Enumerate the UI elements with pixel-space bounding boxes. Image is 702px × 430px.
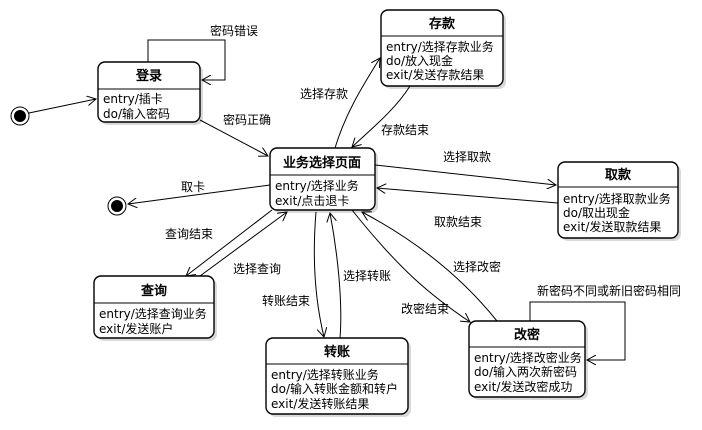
label-deposit-done: 存款结束 — [381, 123, 429, 137]
state-business-line-2: exit/点击退卡 — [275, 194, 349, 208]
final-state — [107, 196, 127, 216]
state-query-line-1: entry/选择查询业务 — [99, 306, 207, 321]
edge-business-to-deposit — [334, 58, 380, 149]
state-query-line-2: exit/发送账户 — [99, 321, 173, 336]
state-login-line-1: entry/插卡 — [103, 92, 163, 106]
edge-withdraw-to-business — [377, 188, 559, 204]
label-change-done: 改密结束 — [401, 301, 449, 316]
state-login-title: 登录 — [135, 68, 162, 84]
state-deposit-title: 存款 — [429, 16, 456, 32]
label-query-done: 查询结束 — [165, 227, 213, 241]
initial-state — [10, 106, 30, 126]
edge-business-to-change — [351, 209, 470, 322]
label-withdraw-done: 取款结束 — [434, 215, 482, 229]
edge-initial-to-login — [28, 99, 96, 114]
state-withdraw-title: 取款 — [605, 167, 632, 183]
label-correct-password: 密码正确 — [223, 112, 271, 127]
label-eject-card: 取卡 — [181, 180, 205, 194]
edge-business-to-withdraw — [374, 164, 556, 185]
state-query-title: 查询 — [140, 283, 167, 299]
label-select-withdraw: 选择取款 — [443, 150, 491, 164]
state-change-password-line-1: entry/选择改密业务 — [474, 350, 582, 365]
state-transfer-line-3: exit/发送转账结果 — [271, 396, 369, 411]
state-change-password-line-2: do/输入两次新密码 — [474, 364, 577, 379]
edge-login-to-business — [199, 119, 268, 156]
state-business-line-1: entry/选择业务 — [275, 178, 359, 193]
edge-deposit-to-business — [352, 85, 411, 147]
state-change-password-line-3: exit/发送改密成功 — [474, 379, 572, 394]
state-login-line-2: do/输入密码 — [103, 106, 170, 121]
state-transfer-line-2: do/输入转账金额和转户 — [271, 381, 398, 396]
state-deposit-line-3: exit/发送存款结果 — [386, 67, 484, 82]
edge-business-to-final — [128, 184, 271, 204]
edge-login-self-loop — [147, 39, 226, 80]
state-deposit: 存款 entry/选择存款业务 do/放入现金 exit/发送存款结果 — [380, 9, 506, 89]
label-transfer-done: 转账结束 — [262, 293, 310, 308]
label-wrong-password: 密码错误 — [210, 23, 258, 38]
label-select-transfer: 选择转账 — [343, 268, 391, 283]
state-transfer-line-1: entry/选择转账业务 — [271, 367, 379, 382]
state-withdraw-line-3: exit/发送取款结果 — [563, 219, 661, 234]
edge-query-to-business — [199, 212, 287, 277]
state-transfer: 转账 entry/选择转账业务 do/输入转账金额和转户 exit/发送转账结果 — [265, 337, 411, 417]
edge-business-to-transfer — [313, 211, 324, 337]
edge-change-self-loop — [529, 301, 626, 360]
state-withdraw: 取款 entry/选择取款业务 do/取出现金 exit/发送取款结果 — [557, 161, 681, 241]
state-withdraw-line-2: do/取出现金 — [563, 205, 630, 220]
label-pwd-mismatch: 新密码不同或新旧密码相同 — [537, 283, 681, 298]
state-business: 业务选择页面 entry/选择业务 exit/点击退卡 — [269, 147, 378, 213]
edge-business-to-query — [186, 209, 273, 276]
label-select-change: 选择改密 — [453, 259, 501, 274]
state-change-password-title: 改密 — [514, 327, 540, 343]
state-deposit-line-2: do/放入现金 — [386, 53, 453, 68]
edge-transfer-to-business — [330, 213, 342, 339]
edge-change-to-business — [362, 212, 498, 322]
label-select-query: 选择查询 — [233, 262, 281, 276]
state-deposit-line-1: entry/选择存款业务 — [386, 39, 494, 54]
state-transfer-title: 转账 — [324, 344, 350, 360]
state-business-title: 业务选择页面 — [283, 155, 361, 171]
state-change-password: 改密 entry/选择改密业务 do/输入两次新密码 exit/发送改密成功 — [468, 320, 588, 400]
label-select-deposit: 选择存款 — [300, 87, 348, 101]
state-query: 查询 entry/选择查询业务 exit/发送账户 — [93, 275, 217, 341]
state-withdraw-line-1: entry/选择取款业务 — [563, 191, 671, 206]
state-login: 登录 entry/插卡 do/输入密码 — [97, 61, 203, 125]
